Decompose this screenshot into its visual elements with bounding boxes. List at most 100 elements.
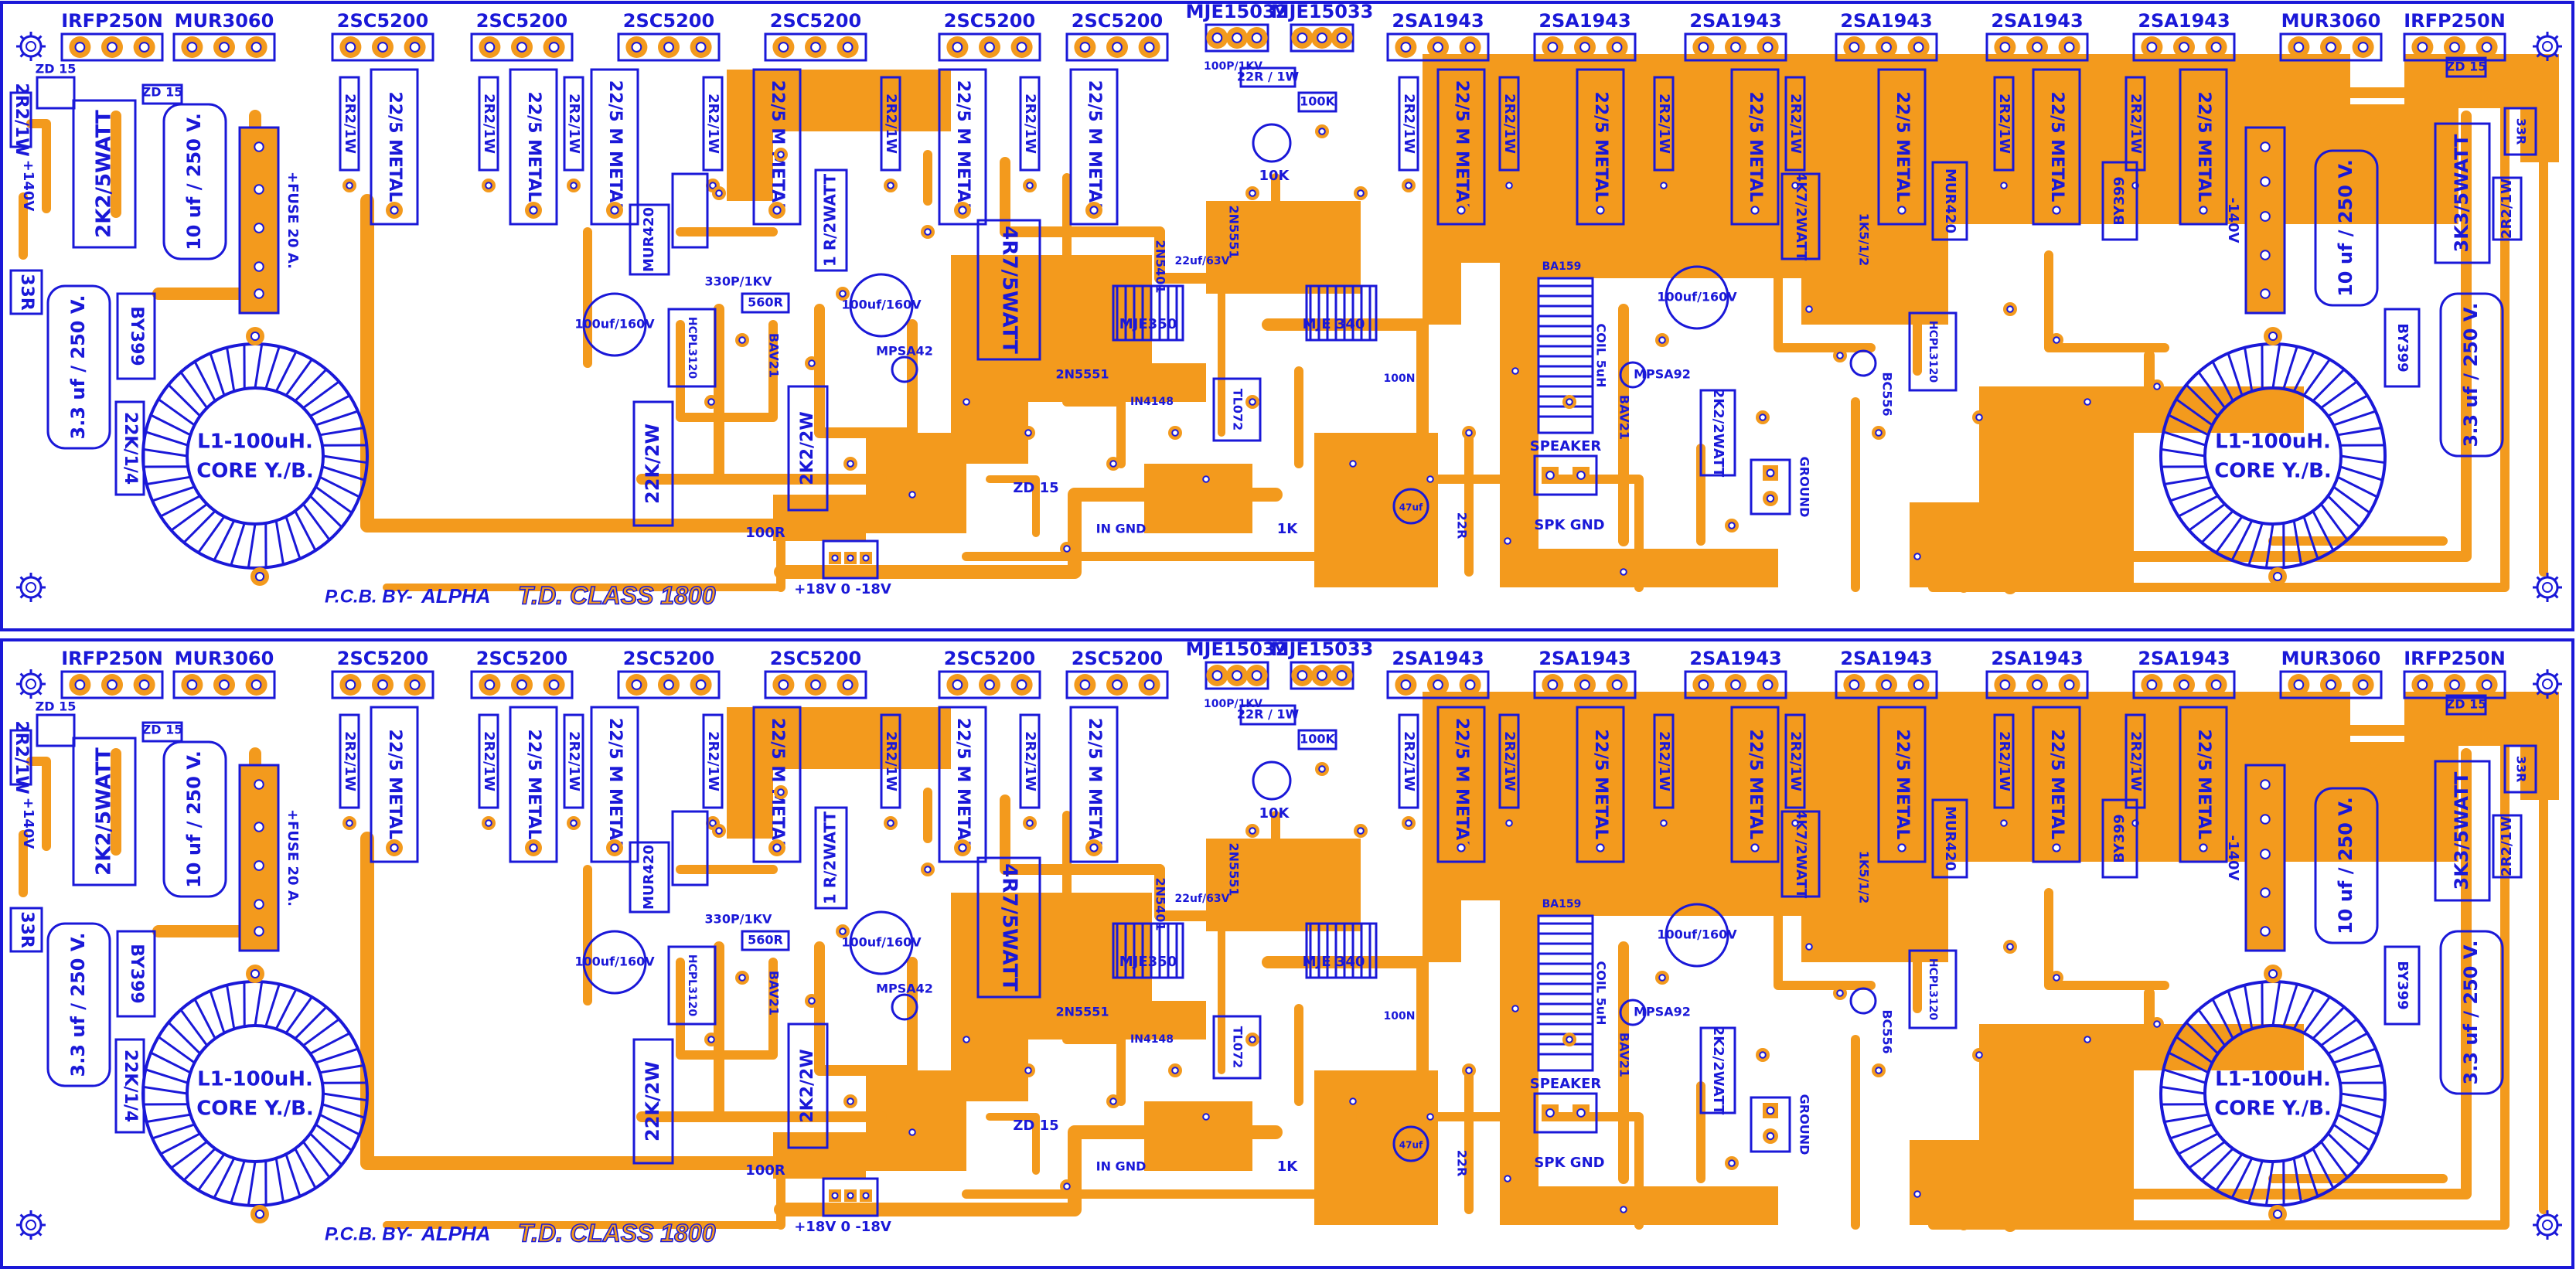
toroid-winding (274, 520, 285, 565)
mounting-hole-tick (2554, 35, 2559, 40)
drill-hole (1232, 670, 1242, 681)
drill-hole (2179, 679, 2189, 690)
drill-hole (2260, 211, 2271, 222)
drill-hole (2268, 331, 2278, 342)
drill-hole (887, 182, 894, 189)
drill-hole (2260, 887, 2271, 898)
drill-hole (663, 42, 674, 53)
electrolytic-capacitor (1392, 1125, 1429, 1162)
resistor-outline (880, 713, 901, 809)
toroid-winding (213, 1158, 236, 1199)
resistor-outline (787, 1023, 829, 1149)
drill-hole (377, 679, 388, 690)
capacitor-outline (46, 284, 111, 450)
drill-hole (1317, 670, 1327, 681)
mounting-hole-center (26, 582, 36, 593)
toroid-winding (2168, 413, 2209, 437)
component-label: BY399 (2394, 323, 2411, 372)
electrolytic-capacitor (582, 930, 647, 995)
mounting-hole-tick (19, 672, 25, 678)
drill-hole (862, 554, 870, 562)
power-resistor-outline (72, 737, 137, 886)
toroid-winding (2302, 996, 2331, 1034)
toroid-winding (322, 454, 367, 464)
component-label: BY399 (127, 944, 146, 1003)
drill-hole (1766, 1106, 1775, 1115)
drill-hole (1566, 1036, 1573, 1043)
zener-outline (36, 76, 76, 110)
drill-hole (1766, 494, 1775, 503)
component-label: BAV21 (1617, 395, 1632, 440)
supply-label: +18V 0 -18V (794, 1219, 891, 1235)
drill-hole (1881, 679, 1892, 690)
trimmer-pot (1252, 760, 1292, 801)
component-label: MUR420 (1942, 806, 1958, 871)
drill-hole (485, 182, 492, 189)
component-label: HCPL3120 (1927, 958, 1939, 1020)
transistor-label: 2SC5200 (1072, 648, 1163, 669)
component-label: 2N5551 (1055, 1005, 1109, 1019)
drill-hole (484, 42, 496, 53)
drill-hole (2357, 42, 2369, 53)
mounting-hole (19, 576, 43, 599)
transistor-outline (1684, 670, 1787, 699)
inductor-label: L1-100uH. (197, 1068, 313, 1091)
drill-hole (847, 1097, 854, 1105)
resistor-outline (2125, 713, 2146, 809)
mounting-hole-center (2542, 41, 2553, 52)
drill-hole (1576, 471, 1586, 480)
drill-hole (2449, 42, 2460, 53)
toroid-winding (2211, 999, 2234, 1040)
diode-outline (2101, 798, 2138, 879)
resistor-label: 22K/1/4 (121, 412, 140, 485)
component-label: 22/5 METAL (2047, 92, 2067, 202)
toroid-winding (167, 383, 201, 417)
copper-pour (1206, 839, 1361, 931)
transistor-label: 2SA1943 (1392, 10, 1484, 32)
toroid-winding (2197, 1009, 2226, 1046)
toroid-winding (2332, 410, 2377, 427)
terminal-outline (1533, 1092, 1598, 1134)
drill-hole (1024, 429, 1032, 437)
component-label: 2R2/1W (705, 731, 721, 791)
copper-trace (1154, 864, 1273, 921)
copper-trace (2044, 250, 2169, 352)
resistor-outline (1780, 172, 1821, 260)
resistor-outline (1297, 729, 1337, 750)
drill-hole (1249, 827, 1256, 835)
resistor-outline (814, 168, 848, 272)
resistor-outline (1436, 68, 1486, 226)
toroid-winding (2337, 427, 2382, 437)
transistor-label: 2SC5200 (770, 648, 861, 669)
toroid-winding (2337, 475, 2378, 498)
copper-trace (26, 757, 51, 851)
drill-hole (862, 1192, 870, 1199)
resistor-outline (509, 706, 558, 863)
toroid-winding (2271, 344, 2281, 389)
drill-hole (1063, 1182, 1071, 1190)
drill-hole (346, 819, 353, 827)
copper-pour (773, 1132, 866, 1179)
drill-hole (2210, 679, 2222, 690)
transistor-outline (1205, 661, 1269, 690)
toroid-winding (2197, 371, 2226, 409)
toroid-winding (2302, 1153, 2319, 1197)
drill-hole (1318, 765, 1326, 773)
drill-hole (1405, 819, 1412, 827)
component-label: IN4148 (1130, 396, 1174, 408)
copper-trace (1774, 227, 1876, 352)
drill-hole (254, 223, 264, 233)
copper-pour (1314, 1070, 1438, 1225)
component-label: 2R2/1W (2499, 179, 2515, 239)
drill-hole (186, 679, 198, 690)
drill-hole (1620, 568, 1627, 576)
drill-hole (2052, 206, 2061, 215)
drill-hole (1849, 679, 1860, 690)
drill-hole (2272, 571, 2283, 582)
component-label: HCPL3120 (686, 954, 698, 1016)
mounting-hole-center (26, 1220, 36, 1230)
drill-hole (1089, 843, 1099, 852)
copper-pour (866, 433, 966, 533)
drill-hole (1464, 42, 1476, 53)
resistor-outline (1398, 713, 1419, 809)
